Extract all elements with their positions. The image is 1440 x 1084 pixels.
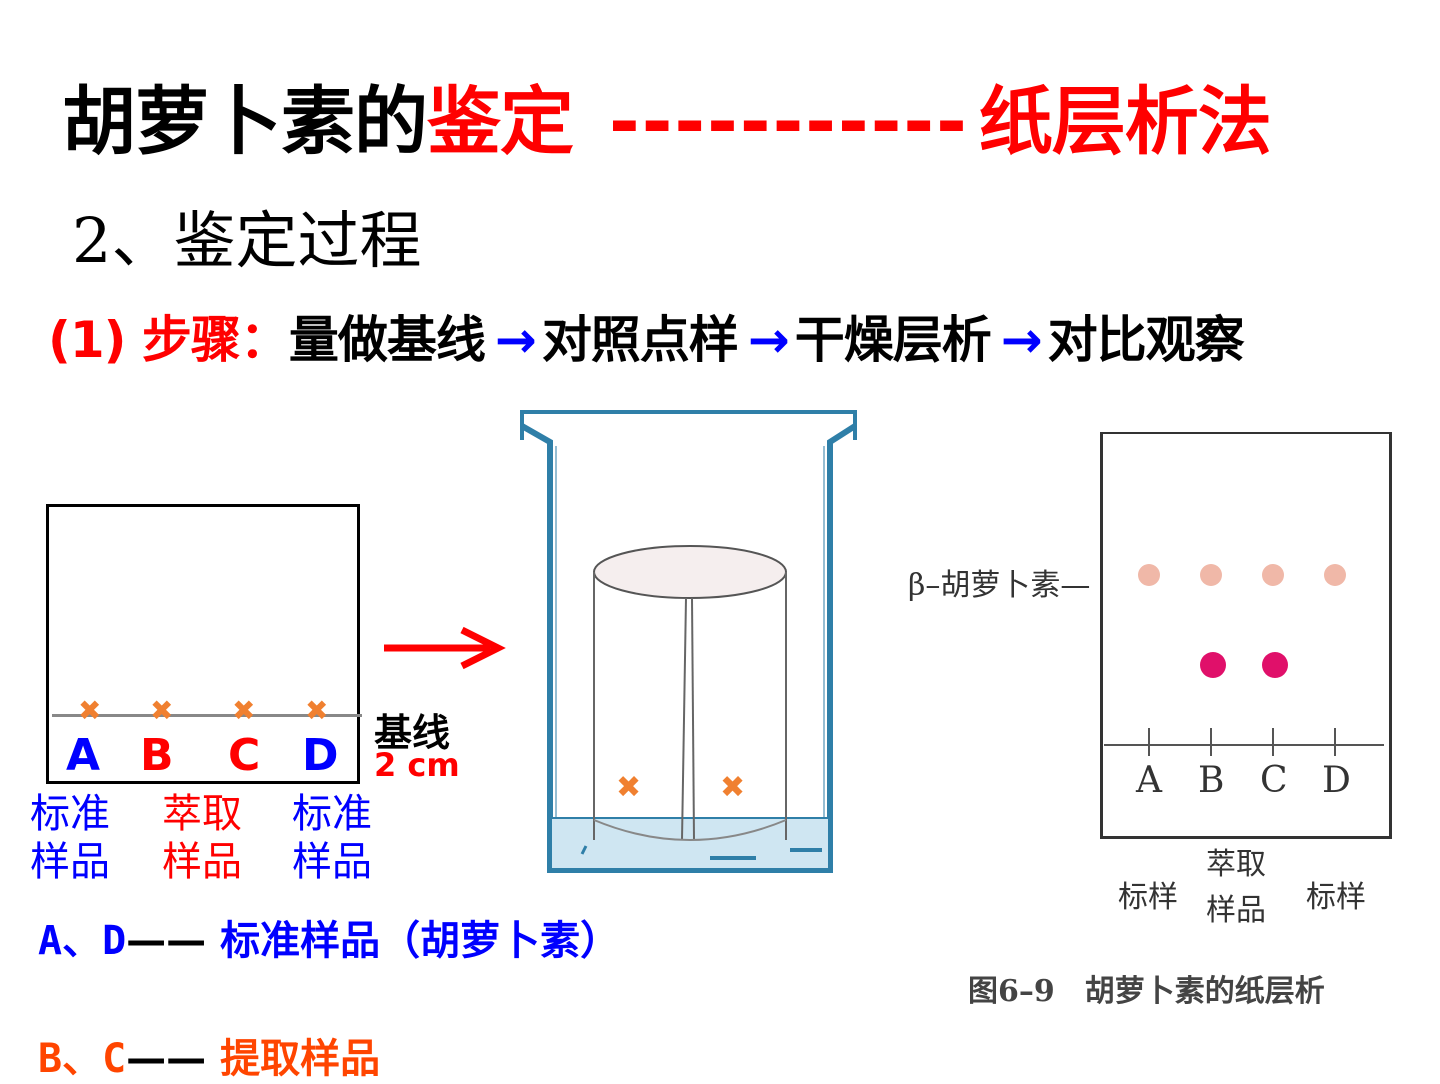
note-ad-text: 标准样品（胡萝卜素） (220, 918, 620, 964)
step-2: 对照点样 (542, 311, 738, 369)
sample-mark-d: ✖ (305, 694, 328, 727)
lane-tick-b (1210, 728, 1212, 756)
title-part-1: 胡萝卜素的 (62, 79, 427, 165)
beaker-mark-left: ✖ (616, 770, 641, 805)
chrom-desc-middle: 萃取 样品 (1206, 842, 1266, 934)
step-1: 量做基线 (289, 311, 485, 369)
title-dashes: ----------- (609, 79, 969, 165)
step-3: 干燥层析 (795, 311, 991, 369)
title-part-2: 鉴定 (427, 79, 573, 165)
distance-label: 2 cm (374, 746, 460, 784)
lane-tick-a (1148, 728, 1150, 756)
lane-desc-standard-left: 标准 样品 (30, 790, 110, 886)
lane-tick-c (1272, 728, 1274, 756)
arrow-right-icon: → (495, 311, 536, 369)
chrom-lane-a: A (1136, 760, 1162, 801)
note-bc-text: 提取样品 (220, 1036, 380, 1082)
lane-label-a: A (66, 730, 100, 781)
lane-label-b: B (140, 730, 174, 781)
chrom-desc-right: 标样 (1306, 872, 1366, 916)
impurity-spot-b (1200, 652, 1226, 678)
step-4: 对比观察 (1048, 311, 1244, 369)
lane-label-c: C (228, 730, 260, 781)
chrom-lane-d: D (1322, 760, 1351, 801)
sample-mark-b: ✖ (150, 694, 173, 727)
note-bc-prefix: B、C (38, 1036, 126, 1082)
chrom-desc-left: 标样 (1118, 872, 1178, 916)
note-ad: A、D—— 标准样品（胡萝卜素） (38, 914, 678, 968)
arrow-right-icon: → (748, 311, 789, 369)
beta-spot-c (1262, 564, 1284, 586)
impurity-spot-c (1262, 652, 1288, 678)
beta-spot-d (1324, 564, 1346, 586)
beaker-mark-right: ✖ (720, 770, 745, 805)
lane-desc-standard-right: 标准 样品 (292, 790, 372, 886)
figure-caption: 图6–9 胡萝卜素的纸层析 (968, 966, 1325, 1010)
beta-spot-b (1200, 564, 1222, 586)
slide-title: 胡萝卜素的鉴定 -----------纸层析法 (62, 62, 1271, 169)
note-bc-dash: —— (126, 1036, 206, 1082)
lane-label-d: D (302, 730, 339, 781)
chromatogram-baseline (1104, 744, 1384, 746)
note-ad-dash: —— (126, 918, 206, 964)
note-bc: B、C—— 提取样品 (38, 1026, 380, 1084)
section-subtitle: 2、鉴定过程 (72, 190, 421, 280)
beta-spot-a (1138, 564, 1160, 586)
arrow-right-icon: → (1001, 311, 1042, 369)
lane-desc-extract: 萃取 样品 (162, 790, 242, 886)
title-part-3: 纸层析法 (979, 79, 1271, 165)
red-arrow-icon (380, 624, 510, 674)
beta-carotene-label: β–胡萝卜素— (908, 560, 1090, 604)
sample-mark-a: ✖ (78, 694, 101, 727)
steps-line: (1) 步骤：量做基线→对照点样→干燥层析→对比观察 (48, 300, 1244, 372)
chrom-lane-b: B (1198, 760, 1224, 801)
lane-tick-d (1334, 728, 1336, 756)
chrom-lane-c: C (1260, 760, 1288, 801)
sample-mark-c: ✖ (232, 694, 255, 727)
steps-label: (1) 步骤： (48, 311, 289, 369)
note-ad-prefix: A、D (38, 918, 126, 964)
beaker-diagram (510, 400, 870, 890)
